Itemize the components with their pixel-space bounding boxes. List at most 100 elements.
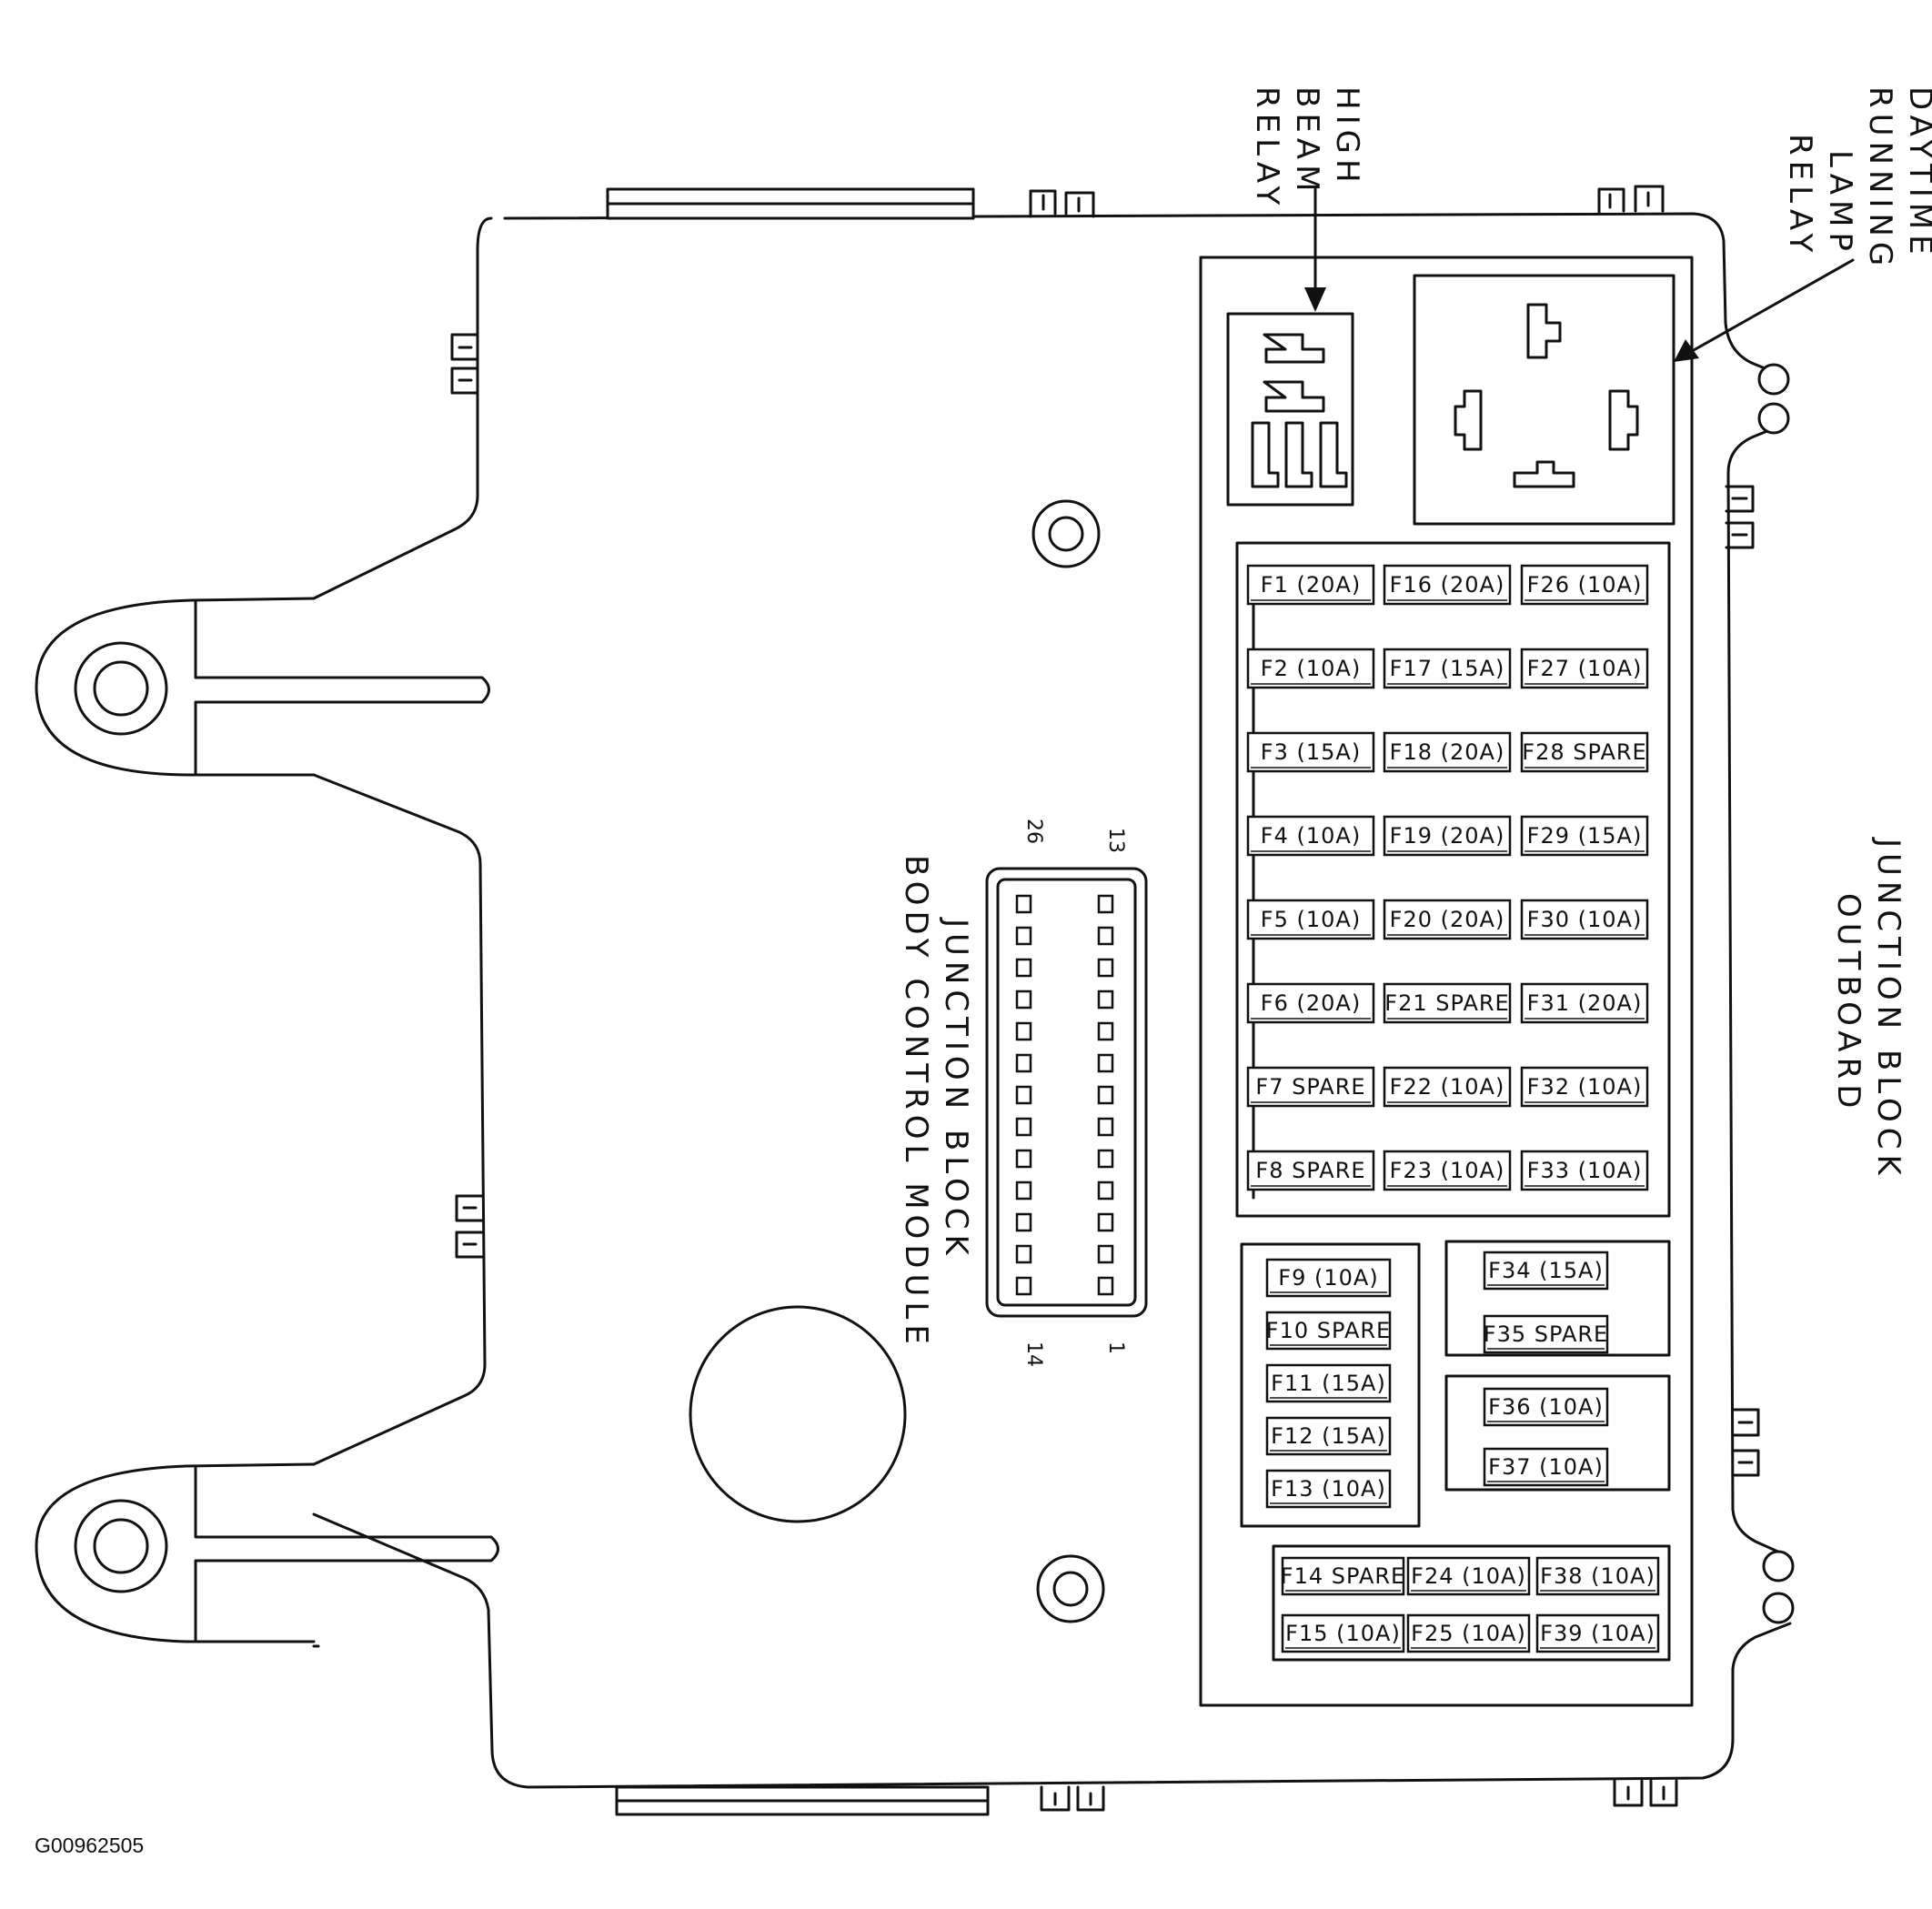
fuse-label: F10 SPARE	[1266, 1318, 1391, 1343]
fuse-f13: F13 (10A)	[1265, 1469, 1392, 1509]
housing-body	[35, 212, 1792, 1789]
fuse-label: F37 (10A)	[1488, 1454, 1604, 1480]
high-beam-arrow	[1304, 187, 1326, 312]
fuse-f6: F6 (20A)	[1246, 982, 1375, 1024]
figure-code: G00962505	[35, 1834, 144, 1857]
fuse-f23: F23 (10A)	[1383, 1150, 1512, 1191]
fuse-label: F31 (20A)	[1527, 990, 1643, 1016]
fuse-f32: F32 (10A)	[1520, 1066, 1649, 1108]
fuse-label: F27 (10A)	[1527, 656, 1643, 681]
fuse-f29: F29 (15A)	[1520, 815, 1649, 857]
outboard-label: JUNCTION BLOCK OUTBOARD	[1830, 837, 1907, 1181]
boss-lower	[1036, 1554, 1105, 1623]
pin-cavity	[1015, 1085, 1032, 1105]
fuse-label: F14 SPARE	[1281, 1563, 1405, 1589]
fuse-box-b-frame	[1444, 1374, 1671, 1492]
fuse-f39: F39 (10A)	[1535, 1613, 1660, 1653]
pin-label-26: 26	[1022, 819, 1045, 844]
boss-upper	[1031, 499, 1101, 568]
pin-cavity	[1097, 926, 1114, 946]
edge-clips	[450, 185, 1760, 1812]
fuse-label: F17 (15A)	[1390, 656, 1505, 681]
fuse-label: F16 (20A)	[1390, 572, 1505, 598]
pin-cavity	[1015, 1117, 1032, 1137]
main-fuse-grid-frame	[1235, 541, 1671, 1218]
fuse-f1: F1 (20A)	[1246, 564, 1375, 606]
fuse-f7: F7 SPARE	[1246, 1066, 1375, 1108]
fuse-label: F7 SPARE	[1255, 1074, 1365, 1100]
bottom-fuse-grid-frame	[1272, 1544, 1671, 1662]
high-beam-label-line-2: BEAM	[1289, 86, 1325, 196]
pin-cavity	[1097, 958, 1114, 978]
fuse-f9: F9 (10A)	[1265, 1258, 1392, 1298]
drl-relay-label: DAYTIME RUNNING LAMP RELAY	[1782, 86, 1932, 271]
fuse-f25: F25 (10A)	[1406, 1613, 1531, 1653]
drl-label-line-1: DAYTIME	[1902, 86, 1932, 260]
pin-cavity	[1015, 1149, 1032, 1169]
fuse-label: F38 (10A)	[1540, 1563, 1655, 1589]
fuse-f37: F37 (10A)	[1483, 1447, 1609, 1487]
fuse-box-a: F34 (15A)F35 SPARE	[1483, 1251, 1609, 1354]
fuse-label: F18 (20A)	[1390, 739, 1505, 765]
fuse-f21: F21 SPARE	[1383, 982, 1512, 1024]
drl-relay-socket	[1413, 274, 1675, 526]
fuse-label: F3 (15A)	[1261, 739, 1361, 765]
fuse-label: F1 (20A)	[1261, 572, 1361, 598]
pin-cavity	[1097, 894, 1114, 914]
fuse-label: F9 (10A)	[1278, 1265, 1378, 1291]
fuse-label: F12 (15A)	[1271, 1423, 1386, 1449]
pin-cavity	[1015, 1212, 1032, 1232]
bcm-label-line-2: BODY CONTROL MODULE	[898, 855, 934, 1350]
pin-cavity	[1097, 990, 1114, 1010]
fuse-label: F30 (10A)	[1527, 907, 1643, 932]
fuse-label: F11 (15A)	[1271, 1371, 1386, 1396]
fuse-f22: F22 (10A)	[1383, 1066, 1512, 1108]
fuse-box-a-frame	[1444, 1240, 1671, 1357]
fuse-f24: F24 (10A)	[1406, 1556, 1531, 1596]
fuse-label: F28 SPARE	[1522, 739, 1646, 765]
pin-cavity	[1097, 1181, 1114, 1201]
fuse-panel: F1 (20A) F16 (20A) F26 (10A) F2 (10A) F17 (1…	[1199, 256, 1694, 1707]
pin-cavity	[1097, 1212, 1114, 1232]
fuse-label: F4 (10A)	[1261, 823, 1361, 849]
left-fuse-column-frame	[1240, 1242, 1421, 1528]
top-edge-connector	[606, 187, 975, 220]
fuse-label: F6 (20A)	[1261, 990, 1361, 1016]
fuse-f5: F5 (10A)	[1246, 899, 1375, 940]
pin-cavity	[1015, 1021, 1032, 1041]
pin-label-1: 1	[1104, 1341, 1127, 1354]
pin-cavity	[1097, 1085, 1114, 1105]
connector-pin-cavities	[1015, 894, 1114, 1296]
pin-cavity	[1015, 926, 1032, 946]
mounting-hole-upper	[74, 641, 168, 736]
fuse-label: F39 (10A)	[1540, 1621, 1655, 1646]
pin-cavity	[1097, 1021, 1114, 1041]
fuse-label: F21 SPARE	[1384, 990, 1509, 1016]
bcm-label-line-1: JUNCTION BLOCK	[938, 917, 974, 1261]
fuse-label: F24 (10A)	[1411, 1563, 1526, 1589]
fuse-label: F36 (10A)	[1488, 1394, 1604, 1420]
pin-cavity	[1097, 1244, 1114, 1264]
pin-cavity	[1015, 1181, 1032, 1201]
fuse-label: F33 (10A)	[1527, 1158, 1643, 1183]
bottom-edge-connector	[615, 1785, 990, 1816]
fuse-label: F29 (15A)	[1527, 823, 1643, 849]
fuse-f15: F15 (10A)	[1281, 1613, 1405, 1653]
fuse-f16: F16 (20A)	[1383, 564, 1512, 606]
fuse-label: F2 (10A)	[1261, 656, 1361, 681]
fuse-label: F26 (10A)	[1527, 572, 1643, 598]
fuse-label: F25 (10A)	[1411, 1621, 1526, 1646]
pin-cavity	[1097, 1117, 1114, 1137]
drl-label-line-3: LAMP	[1822, 150, 1858, 256]
outboard-label-line-1: JUNCTION BLOCK	[1870, 837, 1907, 1181]
pin-cavity	[1015, 990, 1032, 1010]
drl-label-line-4: RELAY	[1782, 134, 1818, 257]
fuse-label: F34 (15A)	[1488, 1258, 1604, 1283]
round-port	[689, 1305, 907, 1523]
fuse-f33: F33 (10A)	[1520, 1150, 1649, 1191]
pin-cavity	[1015, 1276, 1032, 1296]
pin-cavity	[1097, 1053, 1114, 1073]
bcm-label: JUNCTION BLOCK BODY CONTROL MODULE	[898, 855, 974, 1350]
